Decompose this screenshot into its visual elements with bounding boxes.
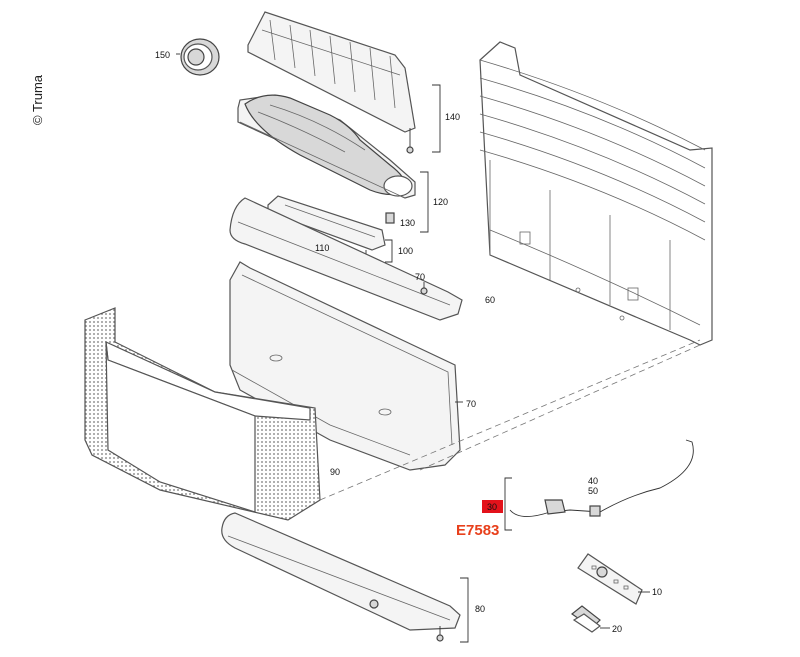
label-10: 10 (652, 587, 662, 597)
label-100: 100 (398, 246, 413, 256)
label-50: 50 (588, 486, 598, 496)
label-20: 20 (612, 624, 622, 634)
label-90: 90 (330, 467, 340, 477)
label-110: 110 (315, 243, 329, 253)
label-150: 150 (155, 50, 170, 60)
label-120: 120 (433, 197, 448, 207)
part-knob (176, 38, 220, 76)
part-burner-bracket (247, 11, 441, 154)
label-130: 130 (400, 218, 415, 228)
part-remote-control (577, 553, 650, 605)
highlight-box (482, 500, 503, 513)
part-labels: 150 140 120 130 110 100 70 60 70 90 80 4… (155, 50, 662, 634)
part-holder (570, 605, 610, 633)
label-80: 80 (475, 604, 485, 614)
part-bottom-trim (221, 512, 469, 643)
part-front-frame (229, 261, 463, 471)
part-top-trim (229, 197, 463, 321)
label-70-frame: 70 (466, 399, 476, 409)
article-code: E7583 (456, 522, 499, 539)
label-40: 40 (588, 476, 598, 486)
label-60: 60 (485, 295, 495, 305)
assembly-guide-line (419, 344, 701, 471)
label-30: 30 (487, 502, 497, 512)
label-140: 140 (445, 112, 460, 122)
assembly-guide-line (319, 339, 701, 501)
heater-body (479, 41, 713, 346)
copyright-text: © Truma (30, 74, 45, 125)
part-cable (504, 439, 694, 531)
label-70-screw: 70 (415, 272, 425, 282)
part-log-set (237, 94, 429, 233)
